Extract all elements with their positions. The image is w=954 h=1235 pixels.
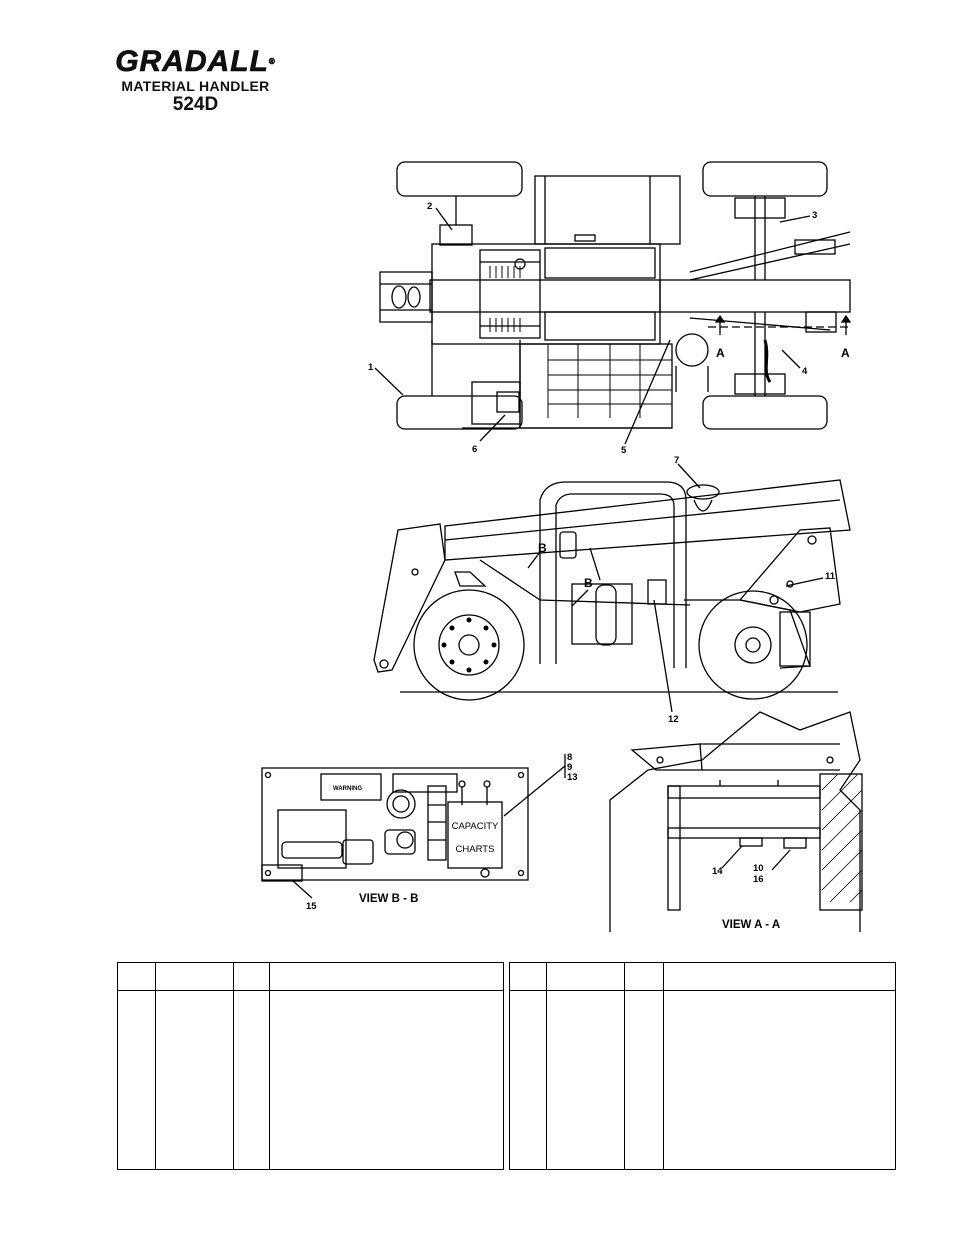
- front-wheel: [413, 589, 525, 701]
- model-number: 524D: [172, 94, 219, 115]
- rear-wheel: [698, 590, 808, 700]
- decal-15-plate: [261, 864, 303, 882]
- table-column-divider: [233, 963, 234, 1169]
- callout-15: 15: [306, 901, 317, 912]
- brand-text: GRADALL: [115, 45, 269, 78]
- table-column-divider: [624, 963, 625, 1169]
- tire-left-front: [396, 395, 523, 430]
- tire-right-rear: [702, 161, 828, 197]
- rear-column: [738, 527, 841, 613]
- cab-top: [519, 343, 673, 429]
- fork-arm: [373, 523, 446, 673]
- side-view-machine: [373, 463, 851, 713]
- callout-7: 7: [674, 455, 679, 466]
- capacity-chart-decal: [447, 801, 503, 869]
- top-view-machine: [374, 161, 852, 445]
- callout-2: 2: [427, 201, 432, 212]
- tank: [675, 333, 709, 367]
- section-mark-b-upper: B: [538, 541, 547, 555]
- callout-1: 1: [368, 362, 374, 373]
- table-header: [510, 963, 895, 991]
- view-b-caption: VIEW B - B: [359, 893, 418, 905]
- cab-frame: [539, 481, 687, 668]
- capacity-label-line1: CAPACITY: [452, 821, 499, 832]
- callout-12: 12: [668, 714, 679, 725]
- callout-8: 8: [567, 752, 572, 763]
- tire-right-front: [702, 395, 828, 430]
- table-column-divider: [155, 963, 156, 1169]
- boom-top: [429, 279, 851, 313]
- callout-14: 14: [712, 866, 723, 877]
- table-column-divider: [663, 963, 664, 1169]
- callout-3: 3: [812, 210, 817, 221]
- view-a-section: [609, 711, 863, 932]
- callout-9: 9: [567, 762, 572, 773]
- decal-6-plate: [496, 391, 520, 413]
- parts-table-right: [509, 962, 896, 1170]
- callout-16: 16: [753, 874, 764, 885]
- view-a-caption: VIEW A - A: [722, 919, 780, 931]
- tire-left-rear: [396, 161, 523, 197]
- callout-11: 11: [825, 571, 836, 582]
- warning-decal-text: WARNING: [333, 786, 362, 792]
- callout-4: 4: [802, 366, 808, 377]
- callout-5: 5: [621, 445, 627, 456]
- engine-hood: [534, 175, 681, 245]
- gradall-logo: GRADALL® MATERIAL HANDLER 524D: [108, 45, 283, 116]
- table-header: [118, 963, 503, 991]
- table-column-divider: [546, 963, 547, 1169]
- capacity-label-line2: CHARTS: [456, 844, 495, 855]
- table-column-divider: [269, 963, 270, 1169]
- section-mark-b-lower: B: [584, 576, 593, 590]
- callout-10: 10: [753, 863, 764, 874]
- brand-name: GRADALL®: [108, 45, 283, 78]
- decal-12-plate: [647, 579, 667, 605]
- callout-6: 6: [472, 444, 477, 455]
- boom-side: [444, 479, 851, 561]
- warning-decal: [320, 773, 382, 801]
- product-subtitle: MATERIAL HANDLER: [121, 78, 270, 94]
- parts-table-left: [117, 962, 504, 1170]
- section-mark-a-left: A: [716, 346, 725, 360]
- section-mark-a-right: A: [841, 346, 850, 360]
- registered-mark: ®: [268, 57, 276, 67]
- fork-carriage: [379, 271, 433, 323]
- view-b-panel: [261, 754, 566, 899]
- callout-13: 13: [567, 772, 578, 783]
